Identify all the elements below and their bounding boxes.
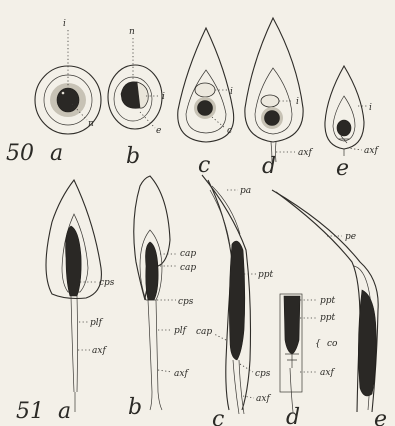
label-50d-axf: axf: [298, 148, 313, 158]
caption-51a: a: [58, 399, 71, 424]
cell-50c: i c: [178, 28, 234, 142]
label-51c-cap: cap: [196, 327, 212, 337]
label-50a-n: n: [88, 119, 94, 129]
label-51d-co: co: [327, 339, 338, 349]
cell-50e: i axf: [325, 66, 379, 156]
spermatid-51a: cps plf axf: [46, 180, 115, 412]
label-51d-ppt-top: ppt: [320, 296, 336, 306]
label-50b-i: i: [162, 92, 165, 102]
label-50e-axf: axf: [364, 146, 379, 156]
caption-50d: d: [262, 154, 276, 179]
caption-50c: c: [198, 153, 210, 178]
label-51b-axf: axf: [174, 369, 189, 379]
caption-51e: e: [374, 407, 387, 426]
spermatid-51b: cap cap cps plf axf: [134, 176, 197, 410]
label-50c-c: c: [227, 126, 232, 136]
figure-51: cps plf axf cap cap cps plf axf: [16, 175, 387, 426]
figure-50-number: 50: [6, 141, 34, 166]
label-50d-i: i: [296, 97, 299, 107]
label-51b-plf: plf: [174, 326, 188, 336]
caption-51b: b: [128, 395, 142, 420]
label-50e-i: i: [369, 103, 372, 113]
caption-50b: b: [126, 144, 140, 169]
label-51c-ppt: ppt: [258, 270, 274, 280]
cell-50b: n i e: [108, 27, 165, 136]
cell-50d: i axf: [245, 18, 314, 162]
brace-51d: {: [315, 339, 321, 349]
label-50b-n: n: [129, 27, 135, 37]
label-51e-pe: pe: [345, 232, 356, 242]
figure-51-number: 51: [16, 399, 44, 424]
spermatozoon-51c: pa ppt cap cps axf: [196, 175, 274, 414]
spermatozoon-51d: ppt ppt { co axf: [280, 294, 338, 412]
label-51a-plf: plf: [90, 318, 104, 328]
label-51b-cap-inner: cap: [180, 263, 196, 273]
label-51d-axf: axf: [320, 368, 335, 378]
label-51c-axf: axf: [256, 394, 271, 404]
label-51a-cps: cps: [99, 278, 115, 288]
label-51c-cps: cps: [255, 369, 271, 379]
label-51a-axf: axf: [92, 346, 107, 356]
caption-51d: d: [286, 405, 300, 426]
caption-51c: c: [212, 407, 224, 426]
label-51b-cap-outer: cap: [180, 249, 196, 259]
label-51c-pa: pa: [240, 186, 251, 196]
label-50c-i: i: [230, 87, 233, 97]
caption-50a: a: [50, 141, 63, 166]
label-51d-ppt: ppt: [320, 313, 336, 323]
figure-50: i n n i e i c: [6, 18, 379, 181]
label-50b-e: e: [156, 126, 161, 136]
cell-50a: i n: [35, 19, 101, 134]
label-51b-cps: cps: [178, 297, 194, 307]
label-50a-i: i: [63, 19, 66, 29]
caption-50e: e: [336, 156, 349, 181]
